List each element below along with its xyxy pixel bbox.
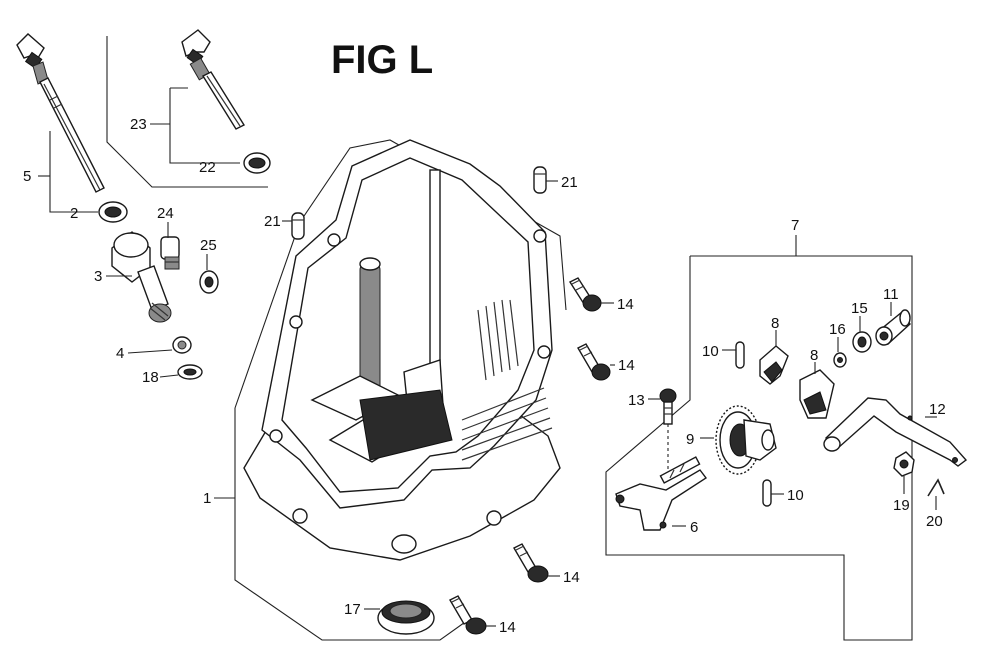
leader-23-22 [169,88,240,164]
crankcase-cover-1-part [234,139,567,641]
leader-5-2 [49,131,98,213]
callout-4: 4 [116,345,124,362]
dipstick-inset-frame [106,36,268,188]
oil-filler-3-part [111,231,172,323]
figure-title: FIG L [331,38,433,82]
washer-2-part [98,201,128,223]
callout-3: 3 [94,268,102,285]
nut-19-part [893,451,915,477]
dipstick-23-part [181,29,246,130]
callout-5: 5 [23,168,31,185]
callout-1: 1 [203,490,211,507]
clip-20-part [927,478,945,497]
callout-8-left: 8 [771,315,779,332]
callout-14-c: 14 [563,569,580,586]
callout-9: 9 [686,431,694,448]
callout-11: 11 [883,286,899,303]
clip-4-part [172,336,192,354]
callout-7: 7 [791,217,799,234]
callout-25: 25 [200,237,217,254]
callout-2: 2 [70,205,78,222]
callout-24: 24 [157,205,174,222]
callout-13: 13 [628,392,645,409]
callout-23: 23 [130,116,147,133]
oil-seal-17-part [377,600,435,635]
callout-12: 12 [929,401,946,418]
callout-21-left: 21 [264,213,281,230]
callout-21-right: 21 [561,174,578,191]
dowel-pin-21-left-part [291,212,305,240]
bolt-13-part [659,388,677,425]
washer-16-part [833,352,847,368]
bolt-14-d-part [449,595,487,635]
washer-15-part [852,331,872,353]
callout-10-lower: 10 [787,487,804,504]
callout-8-right: 8 [810,347,818,364]
callout-14-b: 14 [618,357,635,374]
bolt-14-a-part [568,277,602,312]
governor-shaft-6-part [615,456,708,531]
callout-22: 22 [199,159,216,176]
bolt-14-b-part [577,343,611,381]
callout-20: 20 [926,513,943,530]
washer-25-part [199,270,219,294]
callout-17: 17 [344,601,361,618]
callout-15: 15 [851,300,868,317]
oring-18-part [177,364,203,380]
callout-10-upper: 10 [702,343,719,360]
governor-lever-12-part [823,397,968,467]
bolt-24-part [160,236,180,270]
callout-16: 16 [829,321,846,338]
washer-22-part [243,152,271,174]
governor-weight-8-left-part [759,345,789,385]
sleeve-11-part [875,309,911,346]
dowel-pin-21-right-part [533,166,547,194]
pin-10-lower-part [762,479,772,507]
governor-gear-9-part [715,405,777,475]
governor-weight-8-right-part [799,369,835,419]
callout-6: 6 [690,519,698,536]
callout-14-a: 14 [617,296,634,313]
governor-assembly-frame [605,235,913,641]
pin-10-upper-part [735,341,745,369]
callout-19: 19 [893,497,910,514]
callout-14-d: 14 [499,619,516,636]
bolt-14-c-part [513,543,549,583]
dipstick-5-part [16,33,105,193]
callout-18: 18 [142,369,159,386]
